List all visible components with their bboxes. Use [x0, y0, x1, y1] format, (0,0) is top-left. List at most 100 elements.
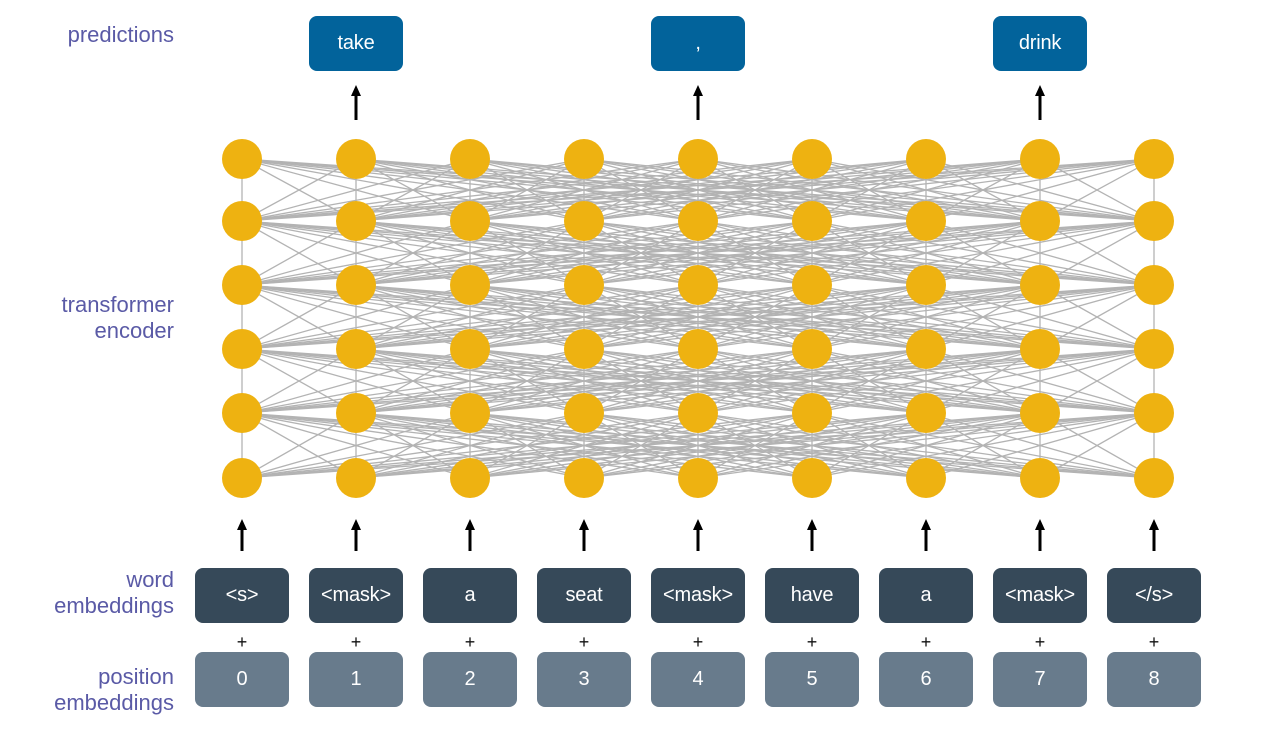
prediction-box: drink	[993, 16, 1087, 71]
word-embedding-box: <s>	[195, 568, 289, 623]
encoder-node	[792, 201, 832, 241]
attention-edge	[925, 412, 1155, 479]
encoder-node	[564, 139, 604, 179]
encoder-node	[906, 201, 946, 241]
word-embedding-box: <mask>	[309, 568, 403, 623]
arrows	[237, 85, 1159, 551]
attention-edge	[241, 284, 1041, 350]
attention-edge	[1039, 348, 1155, 414]
attention-edge	[925, 348, 1155, 414]
encoder-node	[906, 329, 946, 369]
encoder-node	[906, 139, 946, 179]
word-embedding-box: <mask>	[651, 568, 745, 623]
attention-edge	[241, 348, 813, 414]
encoder-node	[450, 139, 490, 179]
prediction-box: take	[309, 16, 403, 71]
up-arrow-icon	[1035, 519, 1045, 551]
attention-edge	[355, 220, 1155, 286]
encoder-node	[1134, 139, 1174, 179]
up-arrow-icon	[351, 519, 361, 551]
attention-edge	[241, 220, 1155, 286]
encoder-node	[222, 458, 262, 498]
encoder-node	[222, 393, 262, 433]
word-embedding-box: a	[879, 568, 973, 623]
encoder-node	[906, 458, 946, 498]
attention-edge	[241, 158, 1155, 222]
plus-sign: +	[1148, 632, 1160, 652]
encoder-node	[336, 393, 376, 433]
attention-edge	[241, 284, 699, 350]
attention-edge	[583, 412, 1155, 479]
plus-sign: +	[920, 632, 932, 652]
encoder-node	[222, 139, 262, 179]
word-embedding-box: have	[765, 568, 859, 623]
encoder-node	[1134, 393, 1174, 433]
encoder-node	[450, 329, 490, 369]
attention-edge	[1039, 158, 1155, 222]
position-embedding-box: 8	[1107, 652, 1201, 707]
up-arrow-icon	[465, 519, 475, 551]
arrow-head	[807, 519, 817, 530]
encoder-node	[678, 139, 718, 179]
encoder-node	[792, 139, 832, 179]
word-embedding-box: a	[423, 568, 517, 623]
up-arrow-icon	[351, 85, 361, 120]
attention-edge	[241, 220, 585, 286]
attention-edge	[241, 348, 585, 414]
encoder-node	[564, 329, 604, 369]
arrow-head	[579, 519, 589, 530]
position-embedding-box: 0	[195, 652, 289, 707]
attention-edge	[241, 220, 813, 286]
attention-edge	[241, 158, 585, 222]
attention-edge	[583, 220, 1155, 286]
plus-sign: +	[806, 632, 818, 652]
up-arrow-icon	[1035, 85, 1045, 120]
attention-edge	[241, 412, 1041, 479]
encoder-node	[450, 393, 490, 433]
encoder-node	[1134, 458, 1174, 498]
position-embedding-box: 6	[879, 652, 973, 707]
word-embedding-box: </s>	[1107, 568, 1201, 623]
attention-edge	[241, 284, 585, 350]
attention-edge	[241, 348, 699, 414]
encoder-node	[1020, 139, 1060, 179]
attention-edge	[241, 412, 357, 479]
up-arrow-icon	[237, 519, 247, 551]
encoder-node	[1020, 265, 1060, 305]
attention-edge	[241, 220, 357, 286]
attention-edge	[925, 220, 1155, 286]
arrow-head	[1035, 85, 1045, 96]
attention-edge	[355, 412, 1155, 479]
encoder-node	[336, 458, 376, 498]
attention-edge	[583, 284, 1155, 350]
attention-edge	[241, 158, 357, 222]
position-embedding-box: 4	[651, 652, 745, 707]
encoder-node	[222, 201, 262, 241]
encoder-node	[1020, 458, 1060, 498]
arrow-head	[351, 519, 361, 530]
attention-edge	[241, 284, 357, 350]
attention-edge	[241, 348, 1155, 414]
attention-edge	[925, 284, 1155, 350]
encoder-label-line2: encoder	[94, 318, 174, 343]
arrow-head	[693, 85, 703, 96]
attention-edge	[1039, 412, 1155, 479]
encoder-node	[222, 265, 262, 305]
up-arrow-icon	[693, 85, 703, 120]
attention-edge	[241, 284, 1155, 350]
encoder-node	[678, 393, 718, 433]
attention-edge	[241, 220, 471, 286]
attention-edge	[811, 412, 1155, 479]
position-embedding-box: 7	[993, 652, 1087, 707]
arrow-head	[1149, 519, 1159, 530]
arrow-head	[465, 519, 475, 530]
encoder-node	[1020, 393, 1060, 433]
position-label-line2: embeddings	[54, 690, 174, 715]
up-arrow-icon	[921, 519, 931, 551]
encoder-node	[678, 201, 718, 241]
attention-edge	[241, 412, 813, 479]
attention-edge	[241, 348, 471, 414]
encoder-node	[222, 329, 262, 369]
word-embedding-box: seat	[537, 568, 631, 623]
